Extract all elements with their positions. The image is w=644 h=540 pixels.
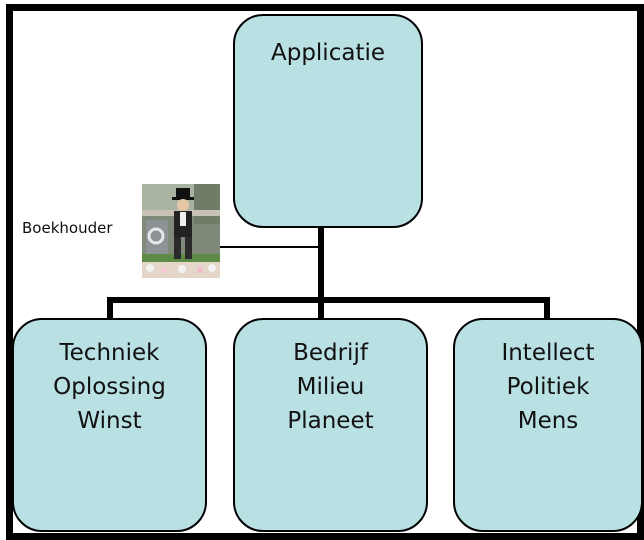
node-intellect-line-3: Mens xyxy=(517,408,579,434)
node-techniek-line-2: Oplossing xyxy=(53,374,166,400)
node-bedrijf-line-2: Milieu xyxy=(296,374,365,400)
node-techniek-line-3: Winst xyxy=(77,408,142,434)
boekhouder-photo xyxy=(142,184,220,278)
node-bedrijf-line-3: Planeet xyxy=(287,408,374,434)
node-techniek-line-1: Techniek xyxy=(59,340,160,366)
node-bedrijf: Bedrijf Milieu Planeet xyxy=(233,318,428,532)
node-techniek: Techniek Oplossing Winst xyxy=(12,318,207,532)
boekhouder-label: Boekhouder xyxy=(22,219,113,237)
node-applicatie: Applicatie xyxy=(233,14,423,228)
node-bedrijf-line-1: Bedrijf xyxy=(293,340,368,366)
node-intellect-line-2: Politiek xyxy=(506,374,590,400)
node-intellect: Intellect Politiek Mens xyxy=(453,318,643,532)
node-intellect-line-1: Intellect xyxy=(501,340,595,366)
node-applicatie-text: Applicatie xyxy=(270,40,385,66)
